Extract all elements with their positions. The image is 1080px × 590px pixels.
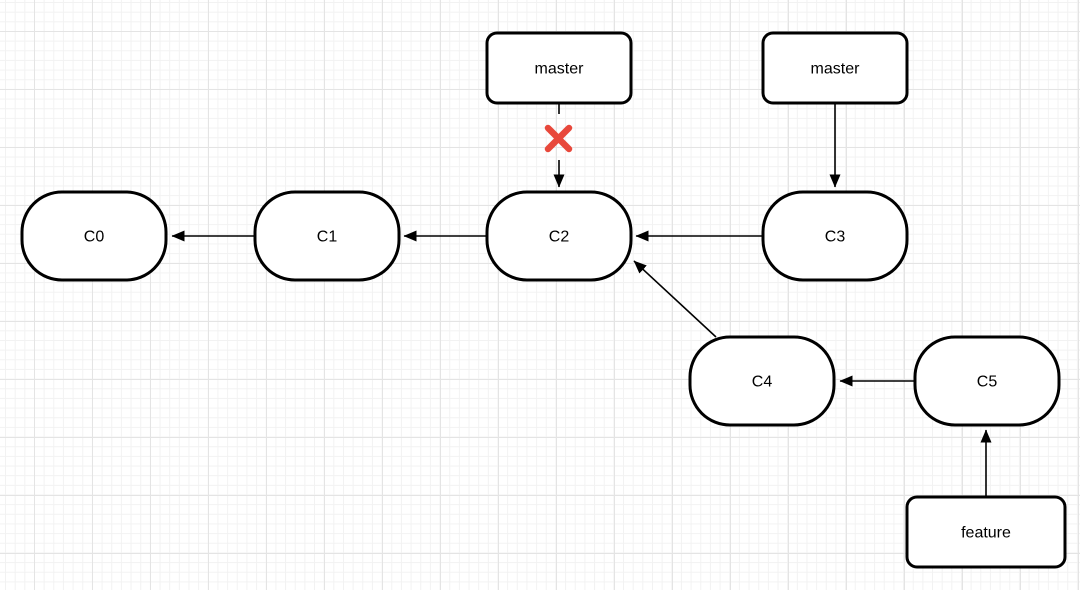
commit-node-c3-shape: [761, 190, 909, 282]
commit-node-c3-label: C3: [825, 229, 846, 246]
branch-label-master-right-text: master: [811, 61, 861, 78]
commit-node-c5: C5: [913, 335, 1061, 427]
commit-node-c5-shape: [913, 335, 1061, 427]
branch-label-master-right: master: [761, 31, 909, 105]
commit-node-c0-shape: [20, 190, 168, 282]
commit-node-c2-label: C2: [549, 229, 570, 246]
branch-label-feature: feature: [905, 495, 1067, 569]
branch-label-master-left-text: master: [535, 61, 585, 78]
commit-node-c0: C0: [20, 190, 168, 282]
commit-node-c5-label: C5: [977, 374, 998, 391]
branch-label-master-left-shape: [485, 31, 633, 105]
commit-node-c1-label: C1: [317, 229, 338, 246]
commit-node-c3: C3: [761, 190, 909, 282]
commit-node-c2: C2: [485, 190, 633, 282]
commit-node-c0-label: C0: [84, 229, 105, 246]
commit-node-c2-shape: [485, 190, 633, 282]
branch-label-master-left: master: [485, 31, 633, 105]
branch-label-feature-text: feature: [961, 525, 1011, 542]
commit-node-c4: C4: [688, 335, 836, 427]
commit-node-c1: C1: [253, 190, 401, 282]
commit-node-c1-shape: [253, 190, 401, 282]
branch-label-feature-shape: [905, 495, 1067, 569]
branch-label-master-right-shape: [761, 31, 909, 105]
commit-node-c4-label: C4: [752, 374, 773, 391]
edge-c4-to-c2: [633, 260, 717, 338]
red-x-icon: [544, 124, 573, 153]
commit-node-c4-shape: [688, 335, 836, 427]
